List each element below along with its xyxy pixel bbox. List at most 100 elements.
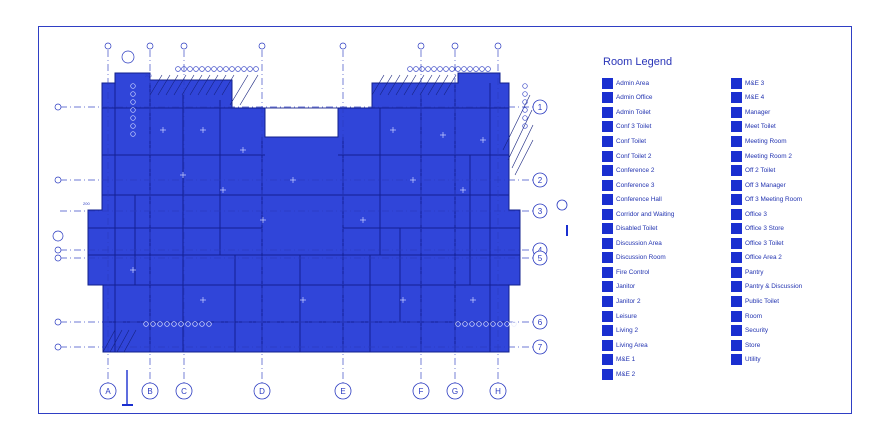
column-bubble-label: F — [419, 387, 424, 396]
fixtures-right-column — [522, 83, 528, 129]
legend-item: Living 2 — [602, 323, 674, 338]
legend-swatch — [731, 310, 742, 322]
legend-label: Meet Toilet — [745, 123, 776, 131]
legend-label: Office 3 — [745, 210, 767, 218]
legend-swatch — [731, 354, 742, 366]
row-bubble-label: 5 — [538, 254, 543, 263]
legend-swatch — [602, 165, 613, 177]
legend-swatch — [602, 223, 613, 235]
legend-item: Manager — [731, 105, 802, 120]
legend-label: Pantry & Discussion — [745, 283, 803, 291]
row-bubble — [532, 250, 548, 266]
column-bubble — [99, 382, 117, 400]
legend-swatch — [602, 295, 613, 307]
legend-swatch — [602, 281, 613, 293]
legend-label: Janitor — [616, 283, 636, 291]
legend-swatch — [602, 368, 613, 380]
legend-item: Pantry & Discussion — [731, 280, 802, 295]
legend-item: Off 3 Manager — [731, 178, 802, 193]
legend-item: M&E 3 — [731, 76, 802, 91]
legend-item: Janitor 2 — [602, 294, 674, 309]
legend-item: Conf Toilet 2 — [602, 149, 674, 164]
column-bubble-label: E — [340, 387, 345, 396]
legend-item: Store — [731, 338, 802, 353]
legend-item: Leisure — [602, 309, 674, 324]
legend-item: Living Area — [602, 338, 674, 353]
column-bubble — [141, 382, 159, 400]
legend-item: Conference Hall — [602, 192, 674, 207]
legend-label: Manager — [745, 108, 771, 116]
legend-label: Pantry — [745, 268, 764, 276]
column-bubble-label: C — [181, 387, 187, 396]
legend-label: Living 2 — [616, 327, 639, 335]
legend-item: Office 3 — [731, 207, 802, 222]
legend-label: M&E 4 — [745, 94, 765, 102]
legend-item: Conf Toilet — [602, 134, 674, 149]
legend-swatch — [602, 135, 613, 147]
legend-swatch — [602, 208, 613, 220]
legend-swatch — [731, 121, 742, 133]
legend-label: Off 2 Toilet — [745, 167, 776, 175]
legend-swatch — [731, 281, 742, 293]
legend-item: Off 2 Toilet — [731, 163, 802, 178]
legend-item: Office Area 2 — [731, 251, 802, 266]
legend-item: Admin Office — [602, 91, 674, 106]
legend-title: Room Legend — [603, 56, 673, 68]
legend-item: Pantry — [731, 265, 802, 280]
legend-swatch — [731, 325, 742, 337]
legend-item: Utility — [731, 352, 802, 367]
legend-label: Conf Toilet 2 — [616, 152, 652, 160]
legend-swatch — [731, 208, 742, 220]
legend-item: Conference 3 — [602, 178, 674, 193]
sheet-border — [38, 26, 852, 414]
legend-label: Leisure — [616, 312, 637, 320]
fixtures-bottom-left — [143, 321, 212, 327]
legend-swatch — [602, 194, 613, 206]
legend-label: Conference Hall — [616, 196, 662, 204]
legend-swatch — [731, 237, 742, 249]
legend-item: M&E 2 — [602, 367, 674, 382]
legend-swatch — [602, 106, 613, 118]
legend-label: Admin Area — [616, 79, 650, 87]
row-bubble — [532, 314, 548, 330]
legend-swatch — [731, 106, 742, 118]
light-fixtures — [130, 127, 486, 303]
fixtures-top-right — [407, 66, 491, 72]
legend-swatch — [731, 223, 742, 235]
legend-label: Admin Office — [616, 94, 653, 102]
legend-label: Store — [745, 341, 761, 349]
column-bubble — [489, 382, 507, 400]
legend-item: Conference 2 — [602, 163, 674, 178]
legend-swatch — [731, 179, 742, 191]
legend-item: Conf 3 Toilet — [602, 120, 674, 135]
legend-label: Conference 2 — [616, 167, 655, 175]
row-bubble-label: 7 — [538, 343, 543, 352]
legend-label: Fire Control — [616, 268, 650, 276]
legend-label: Office Area 2 — [745, 254, 782, 262]
row-bubble-label: 3 — [538, 207, 543, 216]
row-bubble-label: 2 — [538, 176, 543, 185]
row-bubble — [532, 339, 548, 355]
legend-swatch — [602, 237, 613, 249]
column-bubble — [412, 382, 430, 400]
row-bubble-label: 6 — [538, 318, 543, 327]
legend-swatch — [602, 150, 613, 162]
legend-swatch — [602, 339, 613, 351]
dimension-mark-left: 200 — [83, 201, 90, 206]
legend-label: Public Toilet — [745, 297, 779, 305]
legend-item: M&E 1 — [602, 352, 674, 367]
fixtures-left-column — [130, 83, 136, 137]
legend-swatch — [731, 150, 742, 162]
legend-item: Room — [731, 309, 802, 324]
legend-item: Discussion Room — [602, 251, 674, 266]
legend-label: M&E 1 — [616, 356, 636, 364]
column-bubble-label: A — [105, 387, 111, 396]
legend-item: M&E 4 — [731, 91, 802, 106]
legend-item: Meeting Room 2 — [731, 149, 802, 164]
row-bubble — [532, 203, 548, 219]
legend-label: Office 3 Toilet — [745, 239, 784, 247]
legend-label: Meeting Room 2 — [745, 152, 792, 160]
legend-swatch — [602, 77, 613, 89]
